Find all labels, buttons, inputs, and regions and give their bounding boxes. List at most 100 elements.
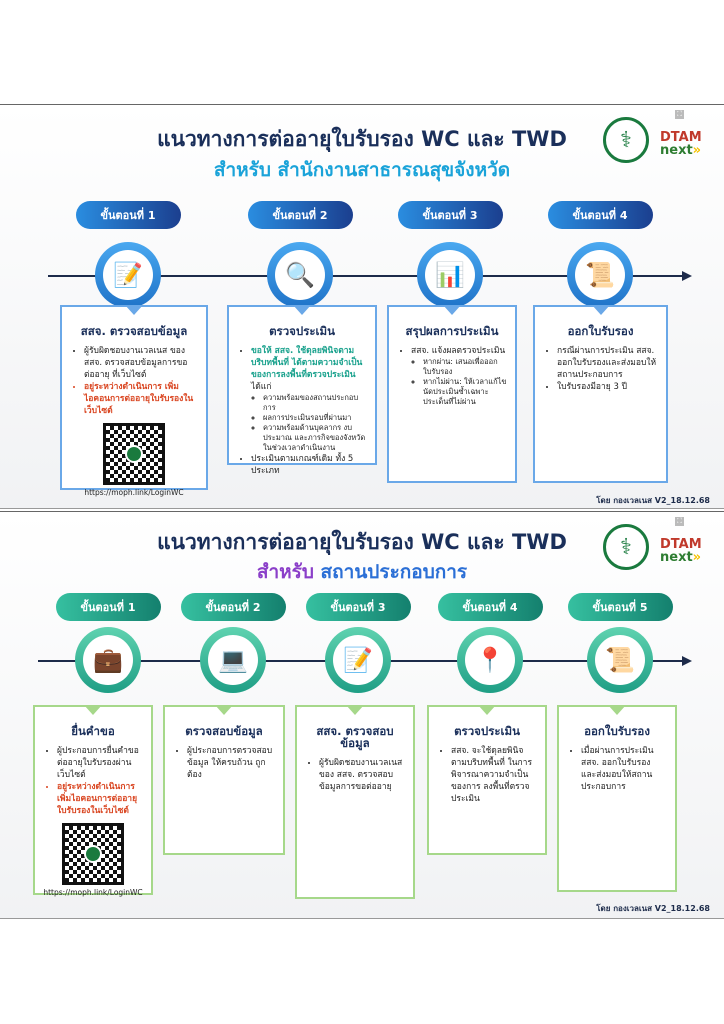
bullet-text: ขอให้ สสจ. ใช้ดุลยพินิจตามบริบทพื้นที่ ไ… (251, 346, 363, 380)
step-2-card: ตรวจสอบข้อมูลผู้ประกอบการตรวจสอบข้อมูล ใ… (163, 705, 285, 855)
step-heading: ตรวจประเมิน (454, 724, 520, 738)
bullet-text: อยู่ระหว่างดำเนินการ เพิ่มไอคอนการต่ออาย… (84, 382, 194, 416)
expand-icon[interactable]: ⛶ (675, 110, 684, 119)
bullet-list: เมื่อผ่านการประเมิน สสจ. ออกใบรับรอง และ… (567, 745, 667, 793)
bullet-item: อยู่ระหว่างดำเนินการ เพิ่มไอคอนการต่ออาย… (84, 381, 198, 417)
bullet-text: กรณีผ่านการประเมิน สสจ. ออกใบรับรองและส่… (557, 346, 657, 380)
briefcase-document-badge: 💼 (75, 627, 141, 693)
document-pen-icon: 📝 (333, 635, 383, 685)
bullet-text: ผู้ประกอบการตรวจสอบข้อมูล ให้ครบถ้วน ถูก… (187, 746, 273, 780)
bullet-text: ผู้รับผิดชอบงานเวลเนส ของ สสจ. ตรวจสอบข้… (84, 346, 188, 380)
bullet-item: ผู้รับผิดชอบงานเวลเนส ของ สสจ. ตรวจสอบข้… (84, 345, 198, 381)
sub-list: ความพร้อมของสถานประกอบการผลการประเมินรอบ… (251, 393, 367, 453)
panel-title: แนวทางการต่ออายุใบรับรอง WC และ TWD (157, 127, 567, 151)
step-4-card: ออกใบรับรองกรณีผ่านการประเมิน สสจ. ออกใบ… (533, 305, 668, 483)
bullet-list: สสจ. แจ้งผลตรวจประเมินหากผ่าน: เสนอเพื่อ… (397, 345, 507, 407)
bullet-text: ประเมินตามเกณฑ์เดิม ทั้ง 5 ประเภท (251, 454, 354, 476)
qr-logo-icon (125, 445, 143, 463)
certificate-badge: 📜 (567, 242, 633, 308)
sub-item: หากไม่ผ่าน: ให้เวลาแก้ไข นัดประเมินซ้ำเฉ… (423, 377, 507, 407)
sub-item: ความพร้อมด้านบุคลากร งบประมาณ และภารกิจข… (263, 423, 367, 453)
timeline-arrow-icon (682, 656, 692, 666)
bullet-list: ผู้ประกอบการยื่นคำขอต่ออายุใบรับรองผ่านเ… (43, 745, 143, 817)
establishment-panel: แนวทางการต่ออายุใบรับรอง WC และ TWD สำหร… (0, 511, 724, 919)
bullet-text: ผู้ประกอบการยื่นคำขอต่ออายุใบรับรองผ่านเ… (57, 746, 139, 780)
bullet-item: ผู้ประกอบการยื่นคำขอต่ออายุใบรับรองผ่านเ… (57, 745, 143, 781)
step-heading: ตรวจประเมิน (269, 324, 335, 338)
sub-item: หากผ่าน: เสนอเพื่อออกใบรับรอง (423, 357, 507, 377)
step-1-label: ขั้นตอนที่ 1 (75, 201, 181, 229)
step-heading: ออกใบรับรอง (584, 724, 650, 738)
bullet-text: ใบรับรองมีอายุ 3 ปี (557, 382, 627, 392)
report-chart-icon: 📊 (425, 250, 475, 300)
step-heading: ออกใบรับรอง (567, 324, 634, 338)
document-pen-icon: 📝 (103, 250, 153, 300)
sub-item: ผลการประเมินรอบที่ผ่านมา (263, 413, 367, 423)
qr-code (62, 823, 124, 885)
bullet-list: สสจ. จะใช้ดุลยพินิจตามบริบทพื้นที่ ในการ… (437, 745, 537, 805)
laptop-book-badge: 💻 (200, 627, 266, 693)
bullet-item: เมื่อผ่านการประเมิน สสจ. ออกใบรับรอง และ… (581, 745, 667, 793)
panel-subtitle: สำหรับ สำนักงานสาธารณสุขจังหวัด (213, 159, 511, 181)
provincial-office-panel: แนวทางการต่ออายุใบรับรอง WC และ TWD สำหร… (0, 104, 724, 509)
bullet-item: ประเมินตามเกณฑ์เดิม ทั้ง 5 ประเภท (251, 453, 367, 477)
panel-title: แนวทางการต่ออายุใบรับรอง WC และ TWD (157, 530, 567, 554)
bullet-item: ผู้ประกอบการตรวจสอบข้อมูล ให้ครบถ้วน ถูก… (187, 745, 275, 781)
document-pen-badge: 📝 (95, 242, 161, 308)
step-3-label: ขั้นตอนที่ 3 (397, 201, 503, 229)
bullet-list: ขอให้ สสจ. ใช้ดุลยพินิจตามบริบทพื้นที่ ไ… (237, 345, 367, 477)
bullet-text: ผู้รับผิดชอบงานเวลเนส ของ สสจ. ตรวจสอบข้… (319, 758, 403, 792)
location-search-badge: 📍 (457, 627, 523, 693)
certificate-icon: 📜 (575, 250, 625, 300)
ministry-logo: ⚕ (603, 524, 649, 570)
bullet-item: สสจ. แจ้งผลตรวจประเมินหากผ่าน: เสนอเพื่อ… (411, 345, 507, 407)
location-search-icon: 📍 (465, 635, 515, 685)
panel-subtitle: สำหรับ สถานประกอบการ (256, 561, 468, 583)
bullet-text: สสจ. แจ้งผลตรวจประเมิน (411, 346, 506, 356)
timeline-line (48, 275, 683, 277)
bullet-item: ขอให้ สสจ. ใช้ดุลยพินิจตามบริบทพื้นที่ ไ… (251, 345, 367, 453)
qr-code (103, 423, 165, 485)
certificate-icon: 📜 (595, 635, 645, 685)
certificate-badge: 📜 (587, 627, 653, 693)
sub-item: ความพร้อมของสถานประกอบการ (263, 393, 367, 413)
step-heading: สสจ. ตรวจสอบข้อมูล (316, 724, 394, 750)
step-5-card: ออกใบรับรองเมื่อผ่านการประเมิน สสจ. ออกใ… (557, 705, 677, 892)
clipboard-search-badge: 🔍 (267, 242, 333, 308)
report-chart-badge: 📊 (417, 242, 483, 308)
bullet-item: สสจ. จะใช้ดุลยพินิจตามบริบทพื้นที่ ในการ… (451, 745, 537, 805)
bullet-text: อยู่ระหว่างดำเนินการ เพิ่มไอคอนการต่ออาย… (57, 782, 138, 816)
bullet-list: ผู้รับผิดชอบงานเวลเนส ของ สสจ. ตรวจสอบข้… (70, 345, 198, 417)
bullet-item: อยู่ระหว่างดำเนินการ เพิ่มไอคอนการต่ออาย… (57, 781, 143, 817)
step-1-card: สสจ. ตรวจสอบข้อมูลผู้รับผิดชอบงานเวลเนส … (60, 305, 208, 497)
step-3-card: สสจ. ตรวจสอบข้อมูลผู้รับผิดชอบงานเวลเนส … (295, 705, 415, 899)
bullet-list: กรณีผ่านการประเมิน สสจ. ออกใบรับรองและส่… (543, 345, 658, 393)
document-pen-badge: 📝 (325, 627, 391, 693)
step-heading: ตรวจสอบข้อมูล (185, 724, 263, 738)
step-heading: สรุปผลการประเมิน (405, 324, 499, 338)
bullet-text: เมื่อผ่านการประเมิน สสจ. ออกใบรับรอง และ… (581, 746, 654, 792)
qr-logo-icon (84, 845, 102, 863)
step-3-label: ขั้นตอนที่ 3 (305, 593, 411, 621)
expand-icon[interactable]: ⛶ (675, 517, 684, 526)
login-link[interactable]: https://moph.link/LoginWC (43, 888, 143, 897)
step-4-label: ขั้นตอนที่ 4 (437, 593, 543, 621)
bullet-item: ใบรับรองมีอายุ 3 ปี (557, 381, 658, 393)
step-1-card: ยื่นคำขอผู้ประกอบการยื่นคำขอต่ออายุใบรับ… (33, 705, 153, 897)
briefcase-document-icon: 💼 (83, 635, 133, 685)
bullet-item: กรณีผ่านการประเมิน สสจ. ออกใบรับรองและส่… (557, 345, 658, 381)
step-5-label: ขั้นตอนที่ 5 (567, 593, 673, 621)
bullet-list: ผู้ประกอบการตรวจสอบข้อมูล ให้ครบถ้วน ถูก… (173, 745, 275, 781)
bullet-list: ผู้รับผิดชอบงานเวลเนส ของ สสจ. ตรวจสอบข้… (305, 757, 405, 793)
ministry-logo: ⚕ (603, 117, 649, 163)
clipboard-search-icon: 🔍 (275, 250, 325, 300)
step-1-label: ขั้นตอนที่ 1 (55, 593, 161, 621)
sub-list: หากผ่าน: เสนอเพื่อออกใบรับรองหากไม่ผ่าน:… (411, 357, 507, 407)
step-4-label: ขั้นตอนที่ 4 (547, 201, 653, 229)
step-heading: ยื่นคำขอ (71, 724, 115, 738)
login-link[interactable]: https://moph.link/LoginWC (84, 488, 184, 497)
